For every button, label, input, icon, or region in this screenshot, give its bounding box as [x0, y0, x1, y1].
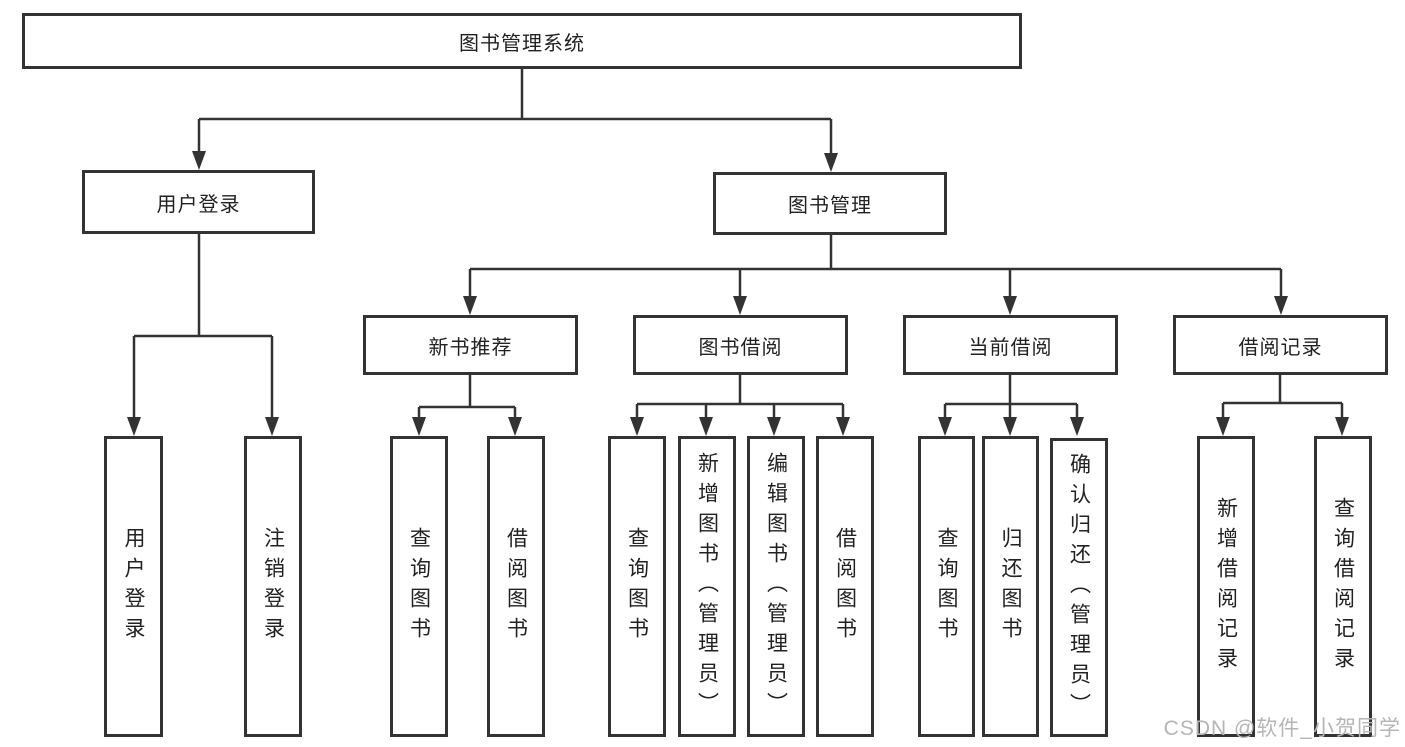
- arrow-down-icon: [192, 151, 206, 170]
- node-user-login: 用户登录: [82, 170, 315, 234]
- leaf-add-borrow-record: 新增借阅记录: [1197, 436, 1255, 737]
- leaf-user-login: 用户登录: [104, 436, 163, 737]
- arrow-down-icon: [1216, 417, 1230, 436]
- arrow-down-icon: [733, 296, 747, 315]
- leaf-edit-books-admin: 编辑图书（管理员）: [747, 436, 805, 737]
- arrow-down-icon: [1274, 296, 1288, 315]
- leaf-confirm-return-admin: 确认归还（管理员）: [1050, 438, 1108, 737]
- leaf-query-books-current: 查询图书: [918, 436, 975, 737]
- arrow-down-icon: [1335, 417, 1349, 436]
- connector-line: [197, 69, 833, 154]
- arrow-down-icon: [1003, 296, 1017, 315]
- arrow-down-icon: [938, 417, 952, 436]
- leaf-add-books-admin: 新增图书（管理员）: [678, 436, 736, 737]
- leaf-query-books-borrow: 查询图书: [608, 436, 666, 737]
- arrow-down-icon: [824, 153, 838, 172]
- arrow-down-icon: [1070, 417, 1084, 436]
- connector-line: [635, 375, 845, 418]
- connector-user-login-to-leaves: [127, 233, 279, 436]
- connector-root-to-level2: [192, 69, 838, 172]
- connector-line: [1221, 375, 1344, 418]
- connector-line: [468, 234, 1283, 297]
- arrow-down-icon: [630, 417, 644, 436]
- connector-borrow-records-to-leaves: [1216, 375, 1349, 436]
- node-book-management: 图书管理: [713, 172, 947, 235]
- node-root-library-management-system: 图书管理系统: [22, 13, 1022, 69]
- arrow-down-icon: [127, 417, 141, 436]
- node-book-borrow: 图书借阅: [633, 315, 848, 375]
- leaf-query-books-recommend: 查询图书: [390, 436, 448, 737]
- leaf-return-books: 归还图书: [982, 436, 1039, 737]
- node-new-book-recommend: 新书推荐: [363, 315, 578, 375]
- arrow-down-icon: [412, 417, 426, 436]
- connector-current-borrow-to-leaves: [938, 375, 1084, 436]
- leaf-query-borrow-record: 查询借阅记录: [1314, 436, 1372, 737]
- connector-book-management-to-level3: [463, 234, 1288, 315]
- connector-book-borrow-to-leaves: [630, 375, 850, 436]
- connector-line: [943, 375, 1079, 418]
- leaf-logout: 注销登录: [244, 436, 302, 737]
- node-current-borrow: 当前借阅: [903, 315, 1118, 375]
- arrow-down-icon: [699, 417, 713, 436]
- connector-line: [132, 233, 274, 418]
- connector-new-book-recommend-to-leaves: [412, 375, 522, 436]
- csdn-watermark: CSDN @软件_小贺同学: [1163, 717, 1401, 740]
- leaf-borrow-books: 借阅图书: [816, 436, 874, 737]
- arrow-down-icon: [836, 417, 850, 436]
- arrow-down-icon: [463, 296, 477, 315]
- arrow-down-icon: [1003, 417, 1017, 436]
- arrow-down-icon: [508, 417, 522, 436]
- connector-line: [417, 375, 517, 418]
- arrow-down-icon: [767, 417, 781, 436]
- node-borrow-records: 借阅记录: [1173, 315, 1388, 375]
- leaf-borrow-books-recommend: 借阅图书: [487, 436, 545, 737]
- arrow-down-icon: [265, 417, 279, 436]
